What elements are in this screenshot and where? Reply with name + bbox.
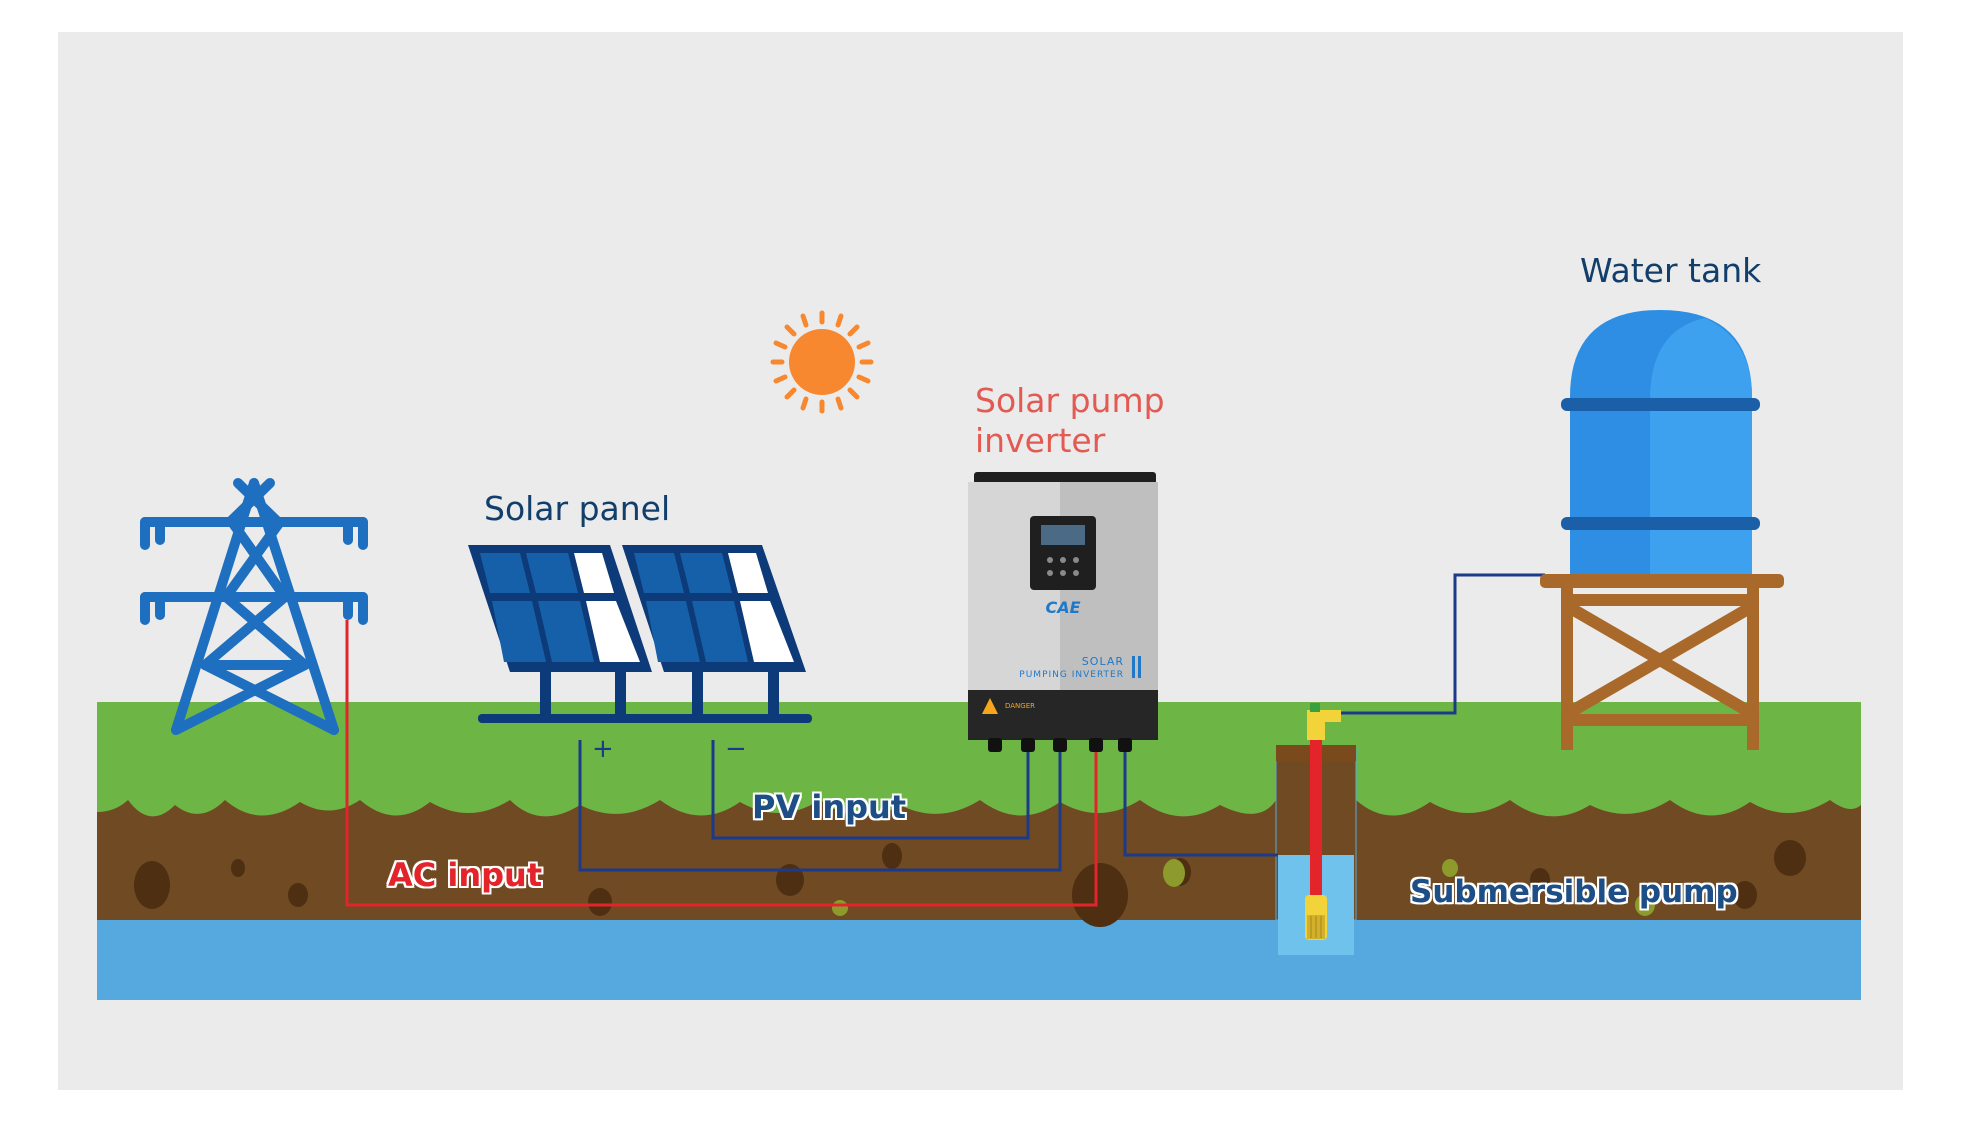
water-tank-label: Water tank <box>1580 251 1762 290</box>
inverter-warning: DANGER <box>1005 702 1035 710</box>
solar-panel-label: Solar panel <box>484 489 671 528</box>
pump-pipe <box>1310 720 1322 900</box>
solar-panel-icon <box>468 545 812 723</box>
pump-pipe-elbow <box>1307 710 1341 722</box>
water-layer <box>97 920 1861 1000</box>
solar-pump-inverter-label-line1: Solar pump <box>975 381 1165 420</box>
solar-panel-left <box>468 545 652 722</box>
inverter-logo: CAE <box>1045 598 1080 617</box>
inverter-brand-line1: SOLAR <box>1082 655 1124 668</box>
pv-input-label: PV input <box>752 788 907 826</box>
ac-input-label: AC input <box>388 856 543 894</box>
inverter-icon: CAE SOLAR PUMPING INVERTER DANGER <box>968 472 1158 752</box>
solar-pump-inverter-label-line2: inverter <box>975 421 1106 460</box>
pump-pipe-valve <box>1310 703 1320 712</box>
grass-bumps <box>97 780 1861 817</box>
pv-wires <box>578 573 1545 872</box>
pv-minus-marker: − <box>725 734 747 764</box>
pv-plus-marker: + <box>592 734 614 764</box>
ac-wire <box>345 620 1098 907</box>
sun-icon <box>770 310 874 414</box>
inverter-brand-line2: PUMPING INVERTER <box>1019 670 1124 680</box>
water-tank-icon <box>1540 310 1784 750</box>
solar-panel-right <box>622 545 806 722</box>
submersible-pump-label: Submersible pump <box>1410 874 1738 910</box>
power-tower-icon <box>140 478 368 735</box>
submersible-pump-icon <box>1305 895 1327 940</box>
